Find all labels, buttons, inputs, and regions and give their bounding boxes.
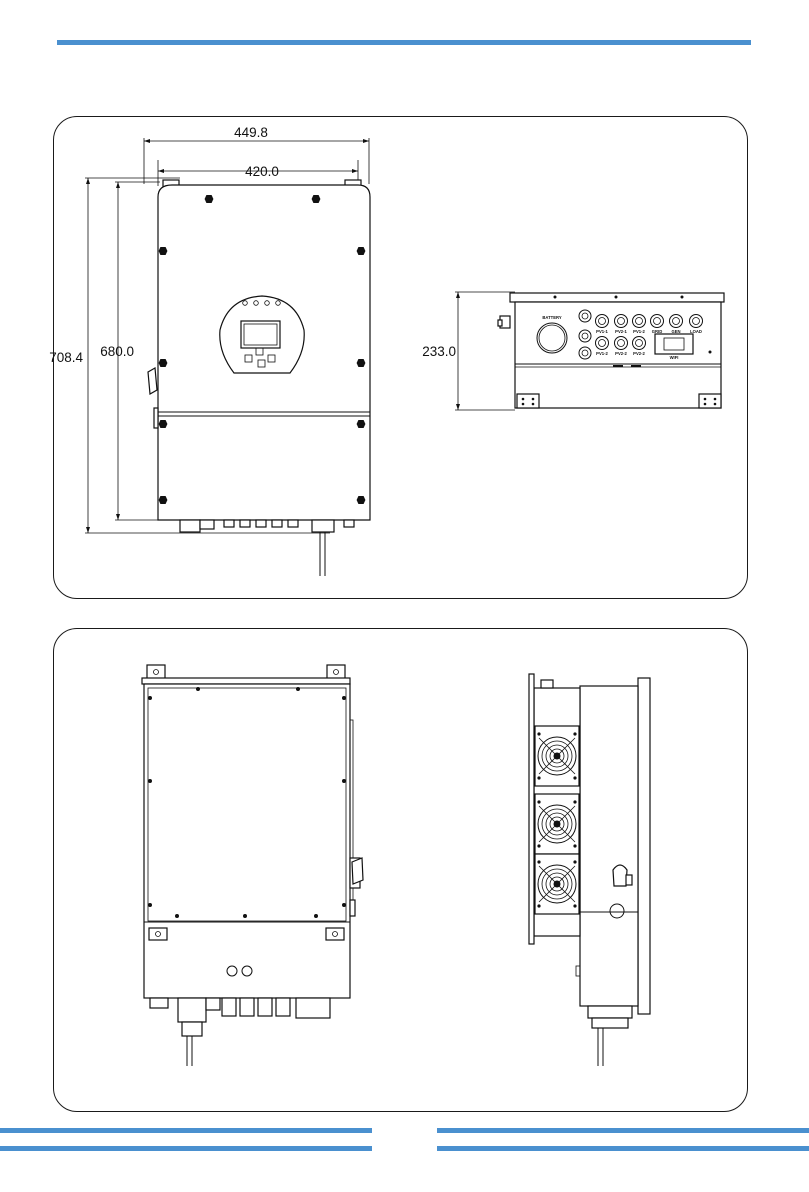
port-label-pv2-2-b: PV2-2 — [633, 351, 645, 356]
side-view — [529, 674, 650, 1066]
port-label-pv1-2-top: PV1-2 — [633, 329, 645, 334]
dimension-body-height: 680.0 — [100, 344, 134, 359]
rear-view — [142, 665, 363, 1066]
port-label-battery: BATTERY — [542, 315, 562, 320]
port-label-wifi: WIFI — [670, 355, 679, 360]
dimension-overall-width: 449.8 — [234, 125, 268, 140]
port-label-pv2-1: PV2-1 — [615, 329, 627, 334]
port-label-pv2-2-a: PV2-2 — [615, 351, 627, 356]
bottom-view: BATTERY PV1-1 PV2-1 PV1-2 GRID GEN LOAD … — [422, 292, 724, 410]
port-label-pv1-2-bottom: PV1-2 — [596, 351, 608, 356]
front-view: 449.8 420.0 708.4 680.0 — [49, 125, 370, 576]
dimension-overall-height: 708.4 — [49, 350, 83, 365]
port-label-grid: GRID — [652, 329, 662, 334]
port-label-pv1-1: PV1-1 — [596, 329, 608, 334]
port-label-load: LOAD — [690, 329, 702, 334]
dimension-depth: 233.0 — [422, 344, 456, 359]
dimension-body-width: 420.0 — [245, 164, 279, 179]
port-label-gen: GEN — [671, 329, 680, 334]
